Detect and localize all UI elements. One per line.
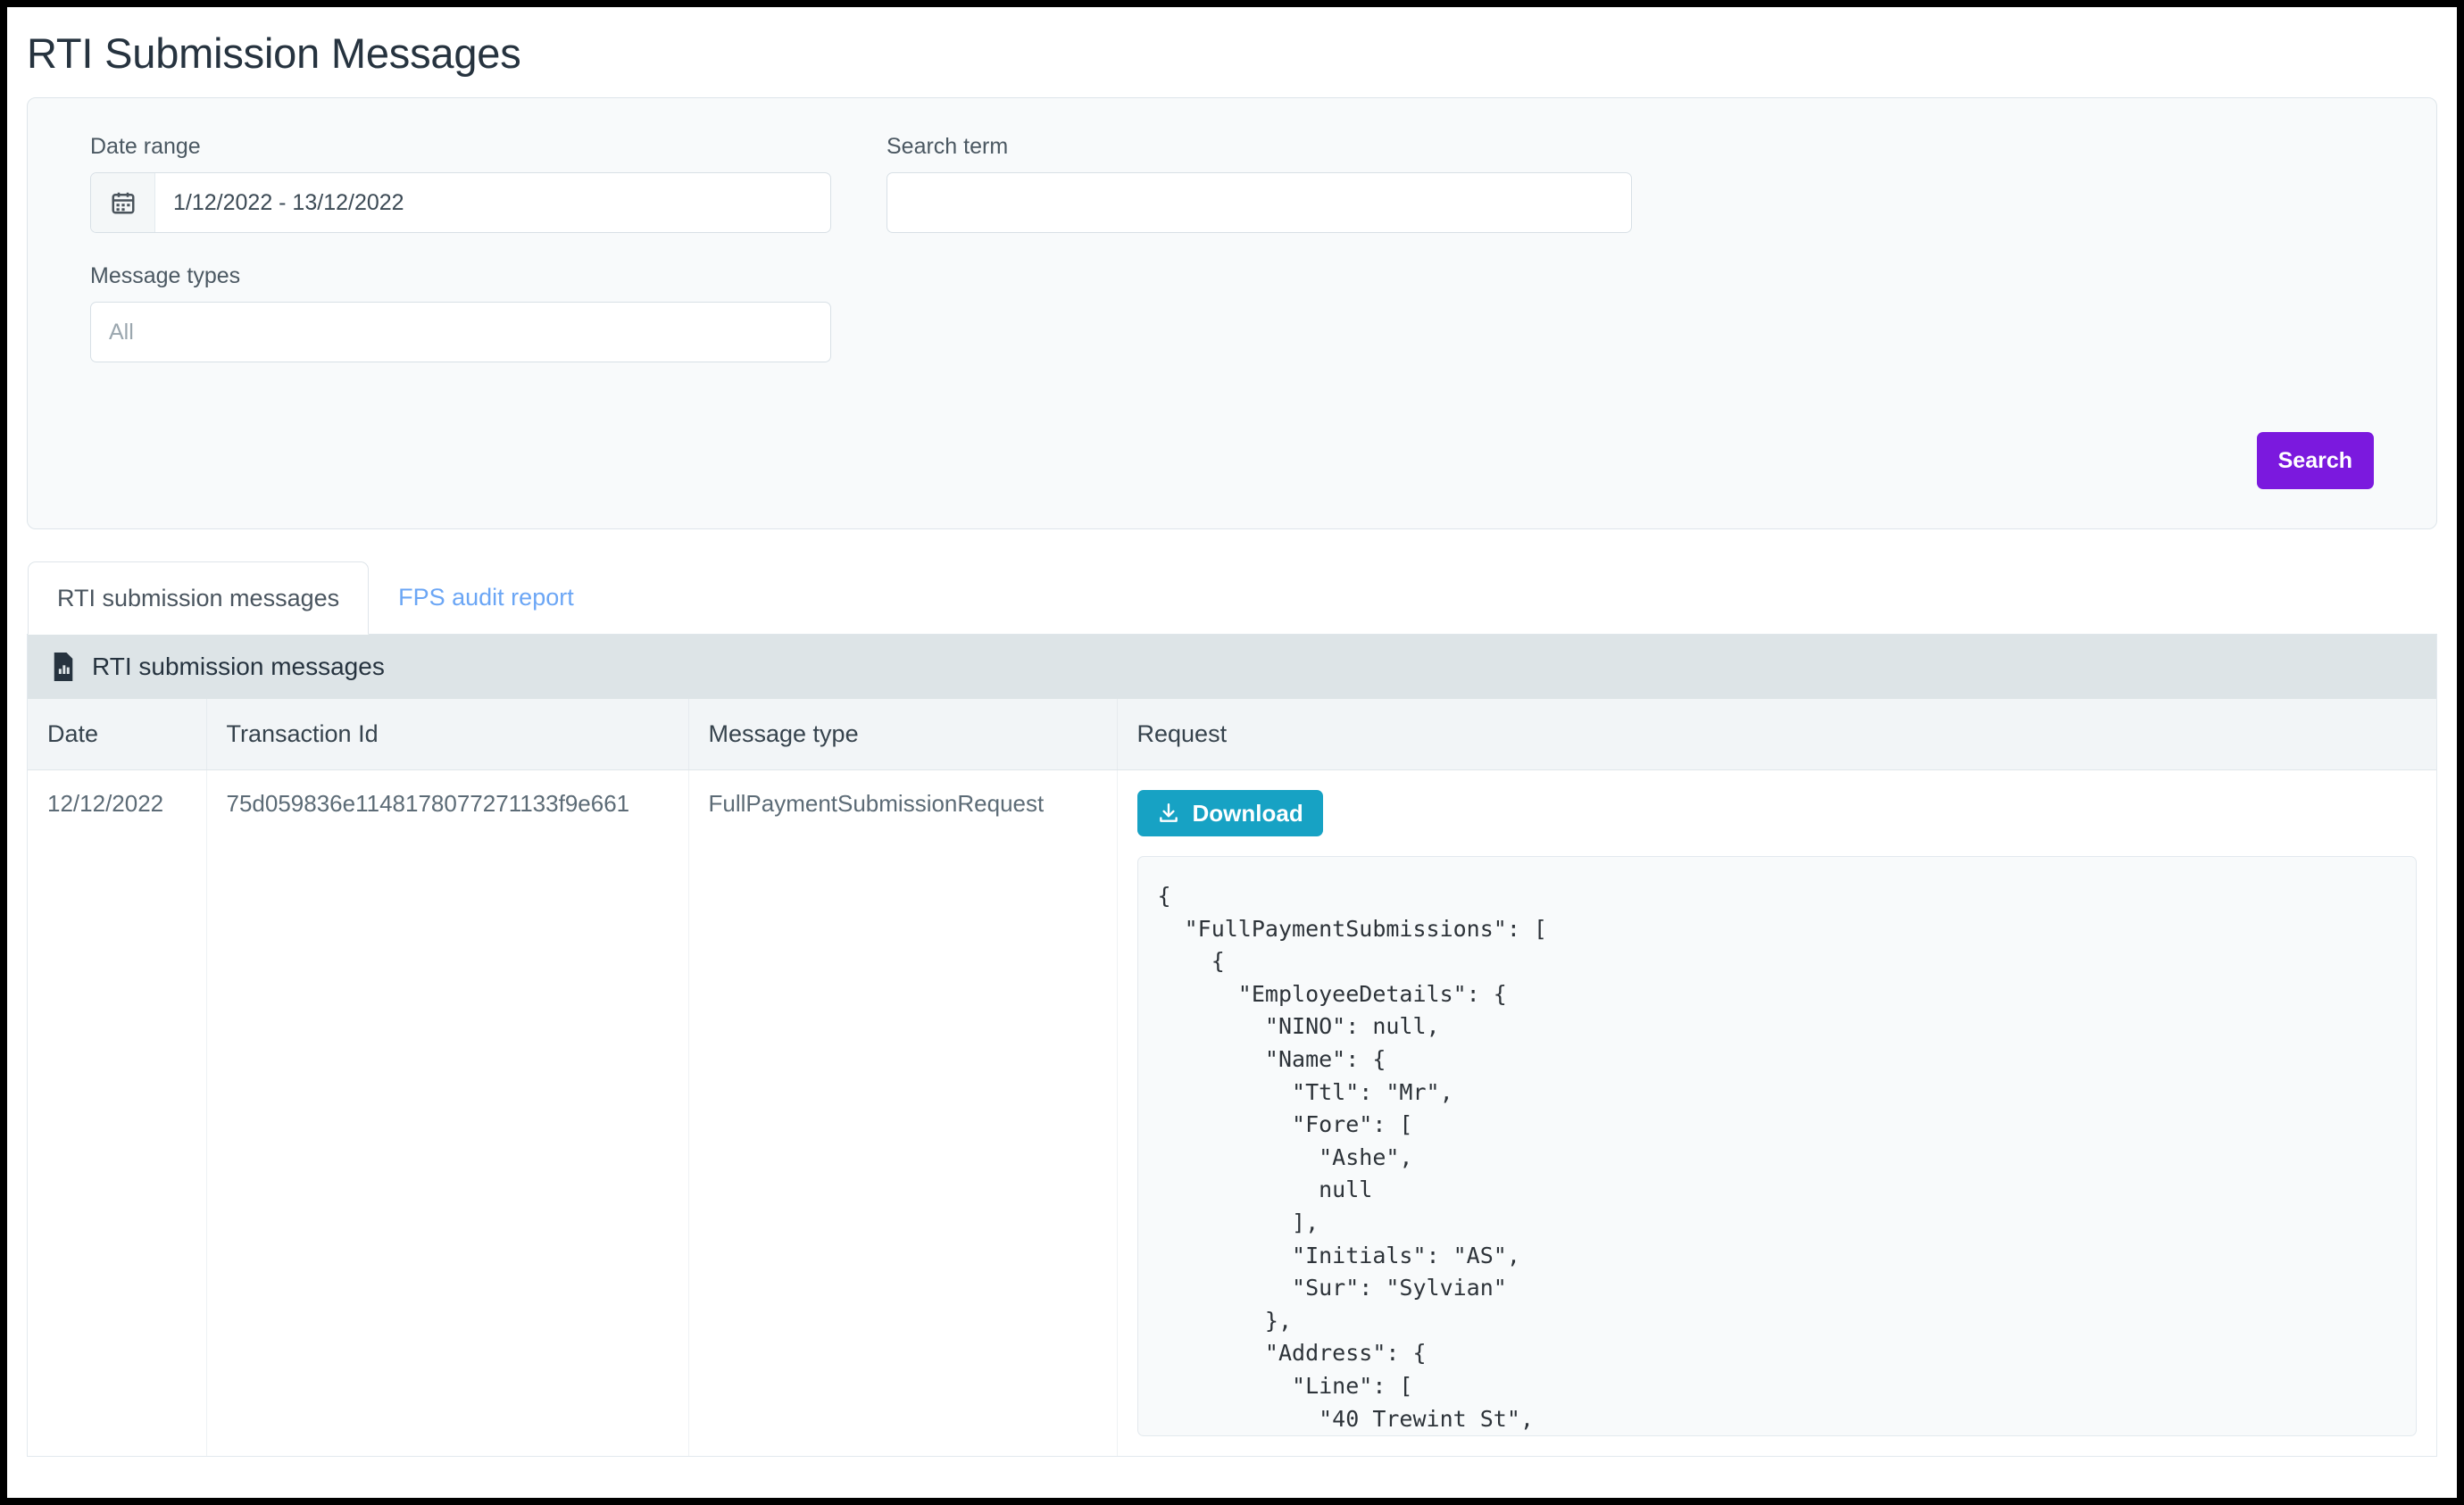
date-range-field-group: Date range: [90, 134, 831, 233]
column-header-transaction-id[interactable]: Transaction Id: [206, 699, 689, 770]
file-chart-icon: [51, 653, 76, 681]
filter-panel: Date range: [27, 97, 2437, 529]
table-head: Date Transaction Id Message type Request: [28, 699, 2436, 770]
column-header-message-type[interactable]: Message type: [688, 699, 1118, 770]
cell-request: Download { "FullPaymentSubmissions": [ {…: [1117, 770, 2436, 1457]
card-title: RTI submission messages: [92, 653, 385, 680]
tab-label: RTI submission messages: [57, 584, 340, 611]
calendar-icon[interactable]: [91, 173, 155, 232]
page-container: RTI Submission Messages Date range: [7, 7, 2457, 1498]
download-button-label: Download: [1192, 800, 1303, 827]
search-term-field-group: Search term: [887, 134, 1632, 233]
cell-message-type: FullPaymentSubmissionRequest: [688, 769, 1118, 1457]
date-range-input[interactable]: [155, 173, 830, 232]
column-header-request[interactable]: Request: [1117, 699, 2436, 770]
date-range-label: Date range: [90, 134, 201, 159]
table-row: 12/12/2022 75d059836e1148178077271133f9e…: [28, 769, 2436, 1457]
filter-row-top: Date range: [90, 134, 2374, 233]
app-window: RTI Submission Messages Date range: [7, 7, 2457, 1498]
request-json-viewer[interactable]: { "FullPaymentSubmissions": [ { "Employe…: [1136, 856, 2417, 1437]
date-range-input-wrap[interactable]: [90, 172, 831, 233]
tab-fps-audit-report[interactable]: FPS audit report: [369, 561, 604, 634]
request-json-content: { "FullPaymentSubmissions": [ { "Employe…: [1157, 883, 1548, 1432]
message-types-field-group: Message types: [90, 263, 831, 362]
cell-transaction-id: 75d059836e1148178077271133f9e661: [206, 769, 689, 1457]
tab-bar: RTI submission messages FPS audit report: [27, 561, 2437, 635]
search-term-input[interactable]: [887, 172, 1632, 233]
search-term-label: Search term: [887, 134, 1009, 159]
download-icon: [1157, 802, 1180, 825]
message-types-label: Message types: [90, 263, 241, 288]
message-types-select[interactable]: [90, 302, 831, 362]
tab-rti-submission-messages[interactable]: RTI submission messages: [28, 561, 370, 635]
table-header-row: Date Transaction Id Message type Request: [28, 699, 2436, 770]
card-header: RTI submission messages: [28, 635, 2436, 699]
tab-label: FPS audit report: [398, 583, 574, 611]
rti-messages-table: Date Transaction Id Message type Request…: [28, 699, 2436, 1457]
search-button[interactable]: Search: [2256, 432, 2374, 489]
page-title: RTI Submission Messages: [27, 29, 521, 77]
results-card: RTI submission messages Date Transaction…: [27, 635, 2437, 1458]
download-button[interactable]: Download: [1136, 790, 1323, 836]
column-header-date[interactable]: Date: [28, 699, 207, 770]
table-body: 12/12/2022 75d059836e1148178077271133f9e…: [28, 769, 2436, 1457]
cell-date: 12/12/2022: [28, 769, 207, 1457]
